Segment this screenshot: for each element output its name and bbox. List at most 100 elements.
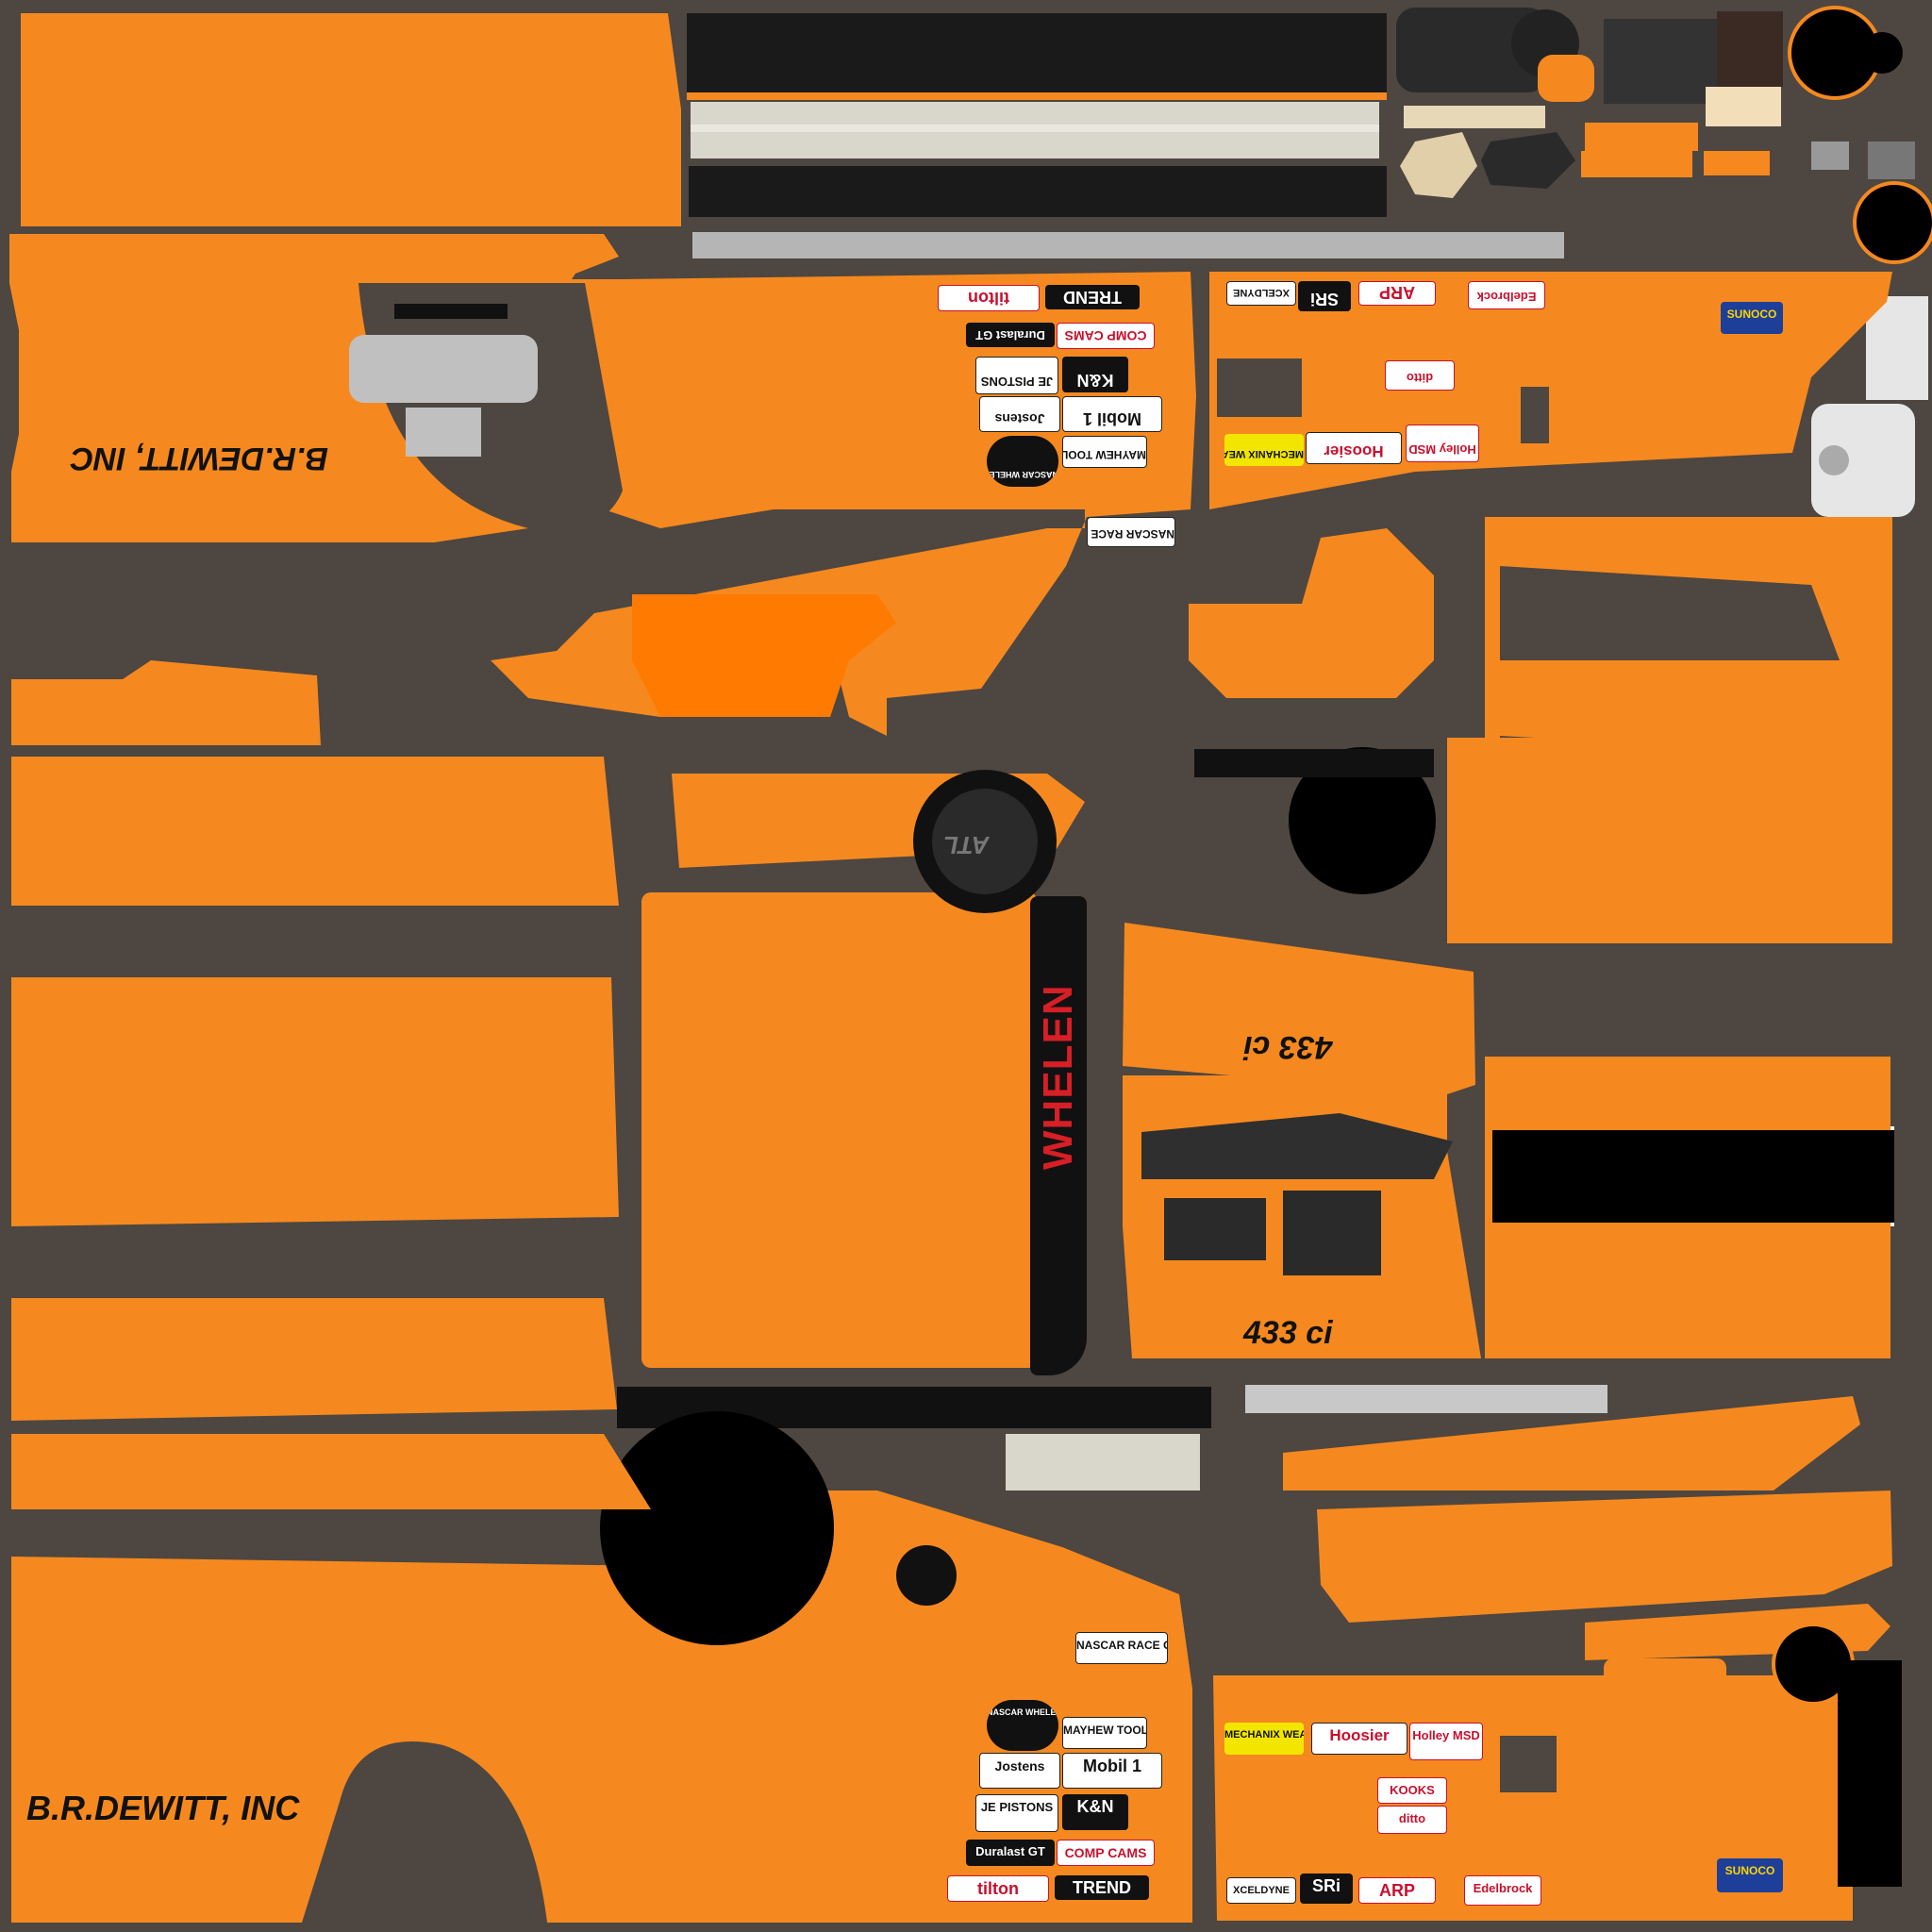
decal-nascar-whelen-upper: NASCAR WHELEN MODIFIED TOUR <box>987 436 1058 487</box>
engine-size-lower: 433 ci <box>1243 1315 1333 1351</box>
windshield-banner-light-band <box>691 125 1379 132</box>
right-side-upper-cut <box>1217 358 1302 417</box>
decal-duralast-upper: Duralast GT <box>966 323 1055 347</box>
windshield-banner-black <box>687 13 1387 92</box>
rear-wheel-lower-hub <box>896 1545 957 1606</box>
windshield-grey-mesh <box>692 232 1564 258</box>
misc-parts-block-4 <box>1717 11 1783 87</box>
right-center-panel <box>1123 923 1475 1094</box>
misc-parts-block-1 <box>1396 8 1547 92</box>
rear-wheel-lower <box>600 1411 834 1645</box>
decal-jostens-upper: Jostens <box>979 396 1060 432</box>
decal-mechanix-upper: MECHANIX WEAR <box>1224 434 1304 466</box>
decal-ditto-upper: ditto <box>1385 360 1455 391</box>
trunk-dark-block-2 <box>1283 1191 1381 1275</box>
whelen-logo-text: WHELEN <box>1035 984 1081 1170</box>
decal-duralast-lower: Duralast GT <box>966 1840 1055 1866</box>
misc-parts-grey <box>1811 142 1849 170</box>
whelen-strip <box>1030 896 1087 1375</box>
decal-sri-upper: SRi <box>1298 281 1351 311</box>
decal-holley-upper: Holley MSD <box>1406 425 1479 462</box>
number-decal-upper-right <box>1189 528 1434 698</box>
decal-nascar-racecar-lower: NASCAR RACE CAR <box>1075 1632 1168 1664</box>
decal-holley-lower: Holley MSD <box>1409 1723 1483 1760</box>
decal-trend-upper: TREND <box>1045 285 1140 309</box>
decal-tilton-upper: tilton <box>938 285 1040 311</box>
windshield-banner-stripe <box>687 92 1387 100</box>
lower-right-fender-1 <box>1283 1396 1860 1491</box>
lower-left-sill-2 <box>11 1434 651 1509</box>
decal-jostens-lower: Jostens <box>979 1753 1060 1789</box>
misc-parts-white-hole <box>1819 445 1849 475</box>
company-name-upper: B.R.DEWITT, INC <box>70 441 328 476</box>
decal-tilton-lower: tilton <box>947 1875 1049 1902</box>
decal-nascar-racecar-upper: NASCAR RACE CAR <box>1087 517 1175 547</box>
decal-edelbrock-upper: Edelbrock <box>1468 281 1545 309</box>
hood-wedge-upper <box>1447 738 1890 943</box>
right-lower-black-block <box>1838 1660 1902 1887</box>
decal-mechanix-lower: MECHANIX WEAR <box>1224 1723 1304 1755</box>
right-side-lower-cut <box>1500 1736 1557 1792</box>
right-rear-fender-notch <box>1500 566 1840 660</box>
decal-ditto-lower: ditto <box>1377 1806 1447 1834</box>
misc-circle-black-3 <box>1861 32 1903 74</box>
windshield-banner-black-lower <box>689 166 1387 217</box>
rear-wheel-grey-1 <box>349 335 538 403</box>
misc-parts-hex-dark <box>1481 132 1575 189</box>
decal-mobil-upper: Mobil 1 <box>1062 396 1162 432</box>
engine-size-upper: 433 ci <box>1243 1029 1333 1065</box>
misc-parts-orange-3 <box>1704 151 1770 175</box>
misc-parts-hex <box>1400 132 1477 198</box>
rear-bumper-black-overlay <box>1492 1130 1894 1223</box>
left-side-lower-panel <box>11 1491 1192 1923</box>
number-decal-upper-shadow <box>632 594 896 717</box>
decal-kn-lower: K&N <box>1062 1794 1128 1830</box>
left-side-lower-wedge <box>11 660 321 745</box>
company-name-lower: B.R.DEWITT, INC <box>26 1789 300 1827</box>
decal-comp-upper: COMP CAMS <box>1057 323 1155 349</box>
wheel-right <box>1289 747 1436 894</box>
roof-top-panel <box>21 13 681 226</box>
misc-parts-block-2 <box>1538 55 1594 102</box>
decal-hoosier-upper: Hoosier <box>1306 432 1402 464</box>
decal-comp-lower: COMP CAMS <box>1057 1840 1155 1866</box>
decal-arp-upper: ARP <box>1358 281 1436 306</box>
misc-parts-white-2 <box>1811 404 1915 517</box>
decal-hoosier-lower: Hoosier <box>1311 1723 1407 1755</box>
decal-arp-lower: ARP <box>1358 1877 1436 1904</box>
wheel-bar <box>1194 749 1434 777</box>
rear-wheel-grey-2 <box>406 408 481 457</box>
wheel-logo-text: ATL <box>943 831 990 859</box>
misc-parts-grey-2 <box>1868 142 1915 179</box>
left-door-panel <box>11 977 619 1226</box>
decal-xceldyne-lower: XCELDYNE <box>1226 1877 1296 1904</box>
lower-banner-grey <box>1245 1385 1607 1413</box>
decal-mayhew-upper: MAYHEW TOOLS <box>1062 436 1147 468</box>
misc-parts-block-3 <box>1604 19 1717 104</box>
wheel-left-hub <box>932 789 1038 894</box>
misc-parts-tan-2 <box>1706 87 1781 126</box>
trunk-window-grey <box>1141 1113 1453 1179</box>
right-side-upper-cut-2 <box>1521 387 1549 443</box>
misc-parts-tan <box>1404 106 1545 128</box>
decal-mobil-lower: Mobil 1 <box>1062 1753 1162 1789</box>
left-lower-sill <box>11 1298 617 1421</box>
lower-banner-light <box>1006 1434 1200 1491</box>
center-hood-panel <box>641 892 1038 1368</box>
right-lower-orange-block <box>1604 1658 1726 1706</box>
decal-kooks-lower: KOOKS <box>1377 1777 1447 1804</box>
decal-sri-lower: SRi <box>1300 1874 1353 1904</box>
misc-parts-orange-2 <box>1581 151 1692 177</box>
misc-parts-orange-1 <box>1585 123 1698 151</box>
decal-kn-upper: K&N <box>1062 357 1128 392</box>
decal-sunoco-upper: SUNOCO <box>1721 302 1783 334</box>
decal-trend-lower: TREND <box>1055 1875 1149 1900</box>
misc-circle-black-4 <box>1853 181 1932 264</box>
decal-je-lower: JE PISTONS <box>975 1794 1058 1832</box>
left-rocker-panel <box>11 757 619 906</box>
decal-edelbrock-lower: Edelbrock <box>1464 1875 1541 1906</box>
decal-mayhew-lower: MAYHEW TOOLS <box>1062 1717 1147 1749</box>
decal-xceldyne-upper: XCELDYNE <box>1226 281 1296 306</box>
misc-parts-white-1 <box>1866 296 1928 400</box>
